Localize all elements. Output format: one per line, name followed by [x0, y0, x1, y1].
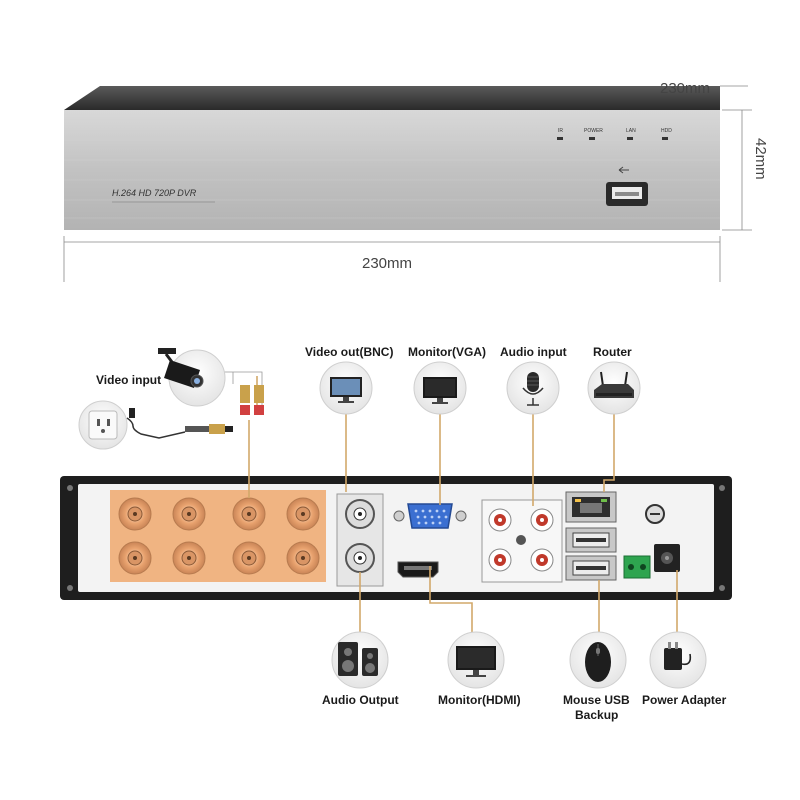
audio-in-4 [530, 548, 554, 572]
led-label-power: POWER [584, 128, 603, 134]
top-bevel [64, 86, 720, 110]
bnc-input-6 [172, 541, 206, 575]
dimensions [63, 85, 752, 282]
label-router: Router [593, 345, 632, 359]
label-audio-output: Audio Output [322, 693, 399, 707]
outlet-icon [88, 410, 118, 440]
wall-outlet [78, 400, 128, 450]
speaker-icon [338, 642, 378, 676]
usb-port-2 [565, 555, 617, 581]
power-adapter-bubble [649, 631, 707, 689]
usb-symbol-icon [618, 166, 629, 174]
camera-icon [158, 348, 204, 388]
bnc-inputs [118, 497, 320, 575]
rs485-terminal [623, 555, 651, 579]
label-monitor-hdmi: Monitor(HDMI) [438, 693, 521, 707]
label-power-adapter: Power Adapter [642, 693, 727, 707]
bnc-input-3 [232, 497, 266, 531]
label-monitor-vga: Monitor(VGA) [408, 345, 486, 359]
video-input-camera [158, 348, 226, 407]
led-label-ir: IR [558, 128, 563, 134]
bnc-video-out-port [345, 499, 375, 529]
lead-lines [248, 376, 678, 632]
bnc-input-1 [118, 497, 152, 531]
router-icon [594, 371, 634, 398]
bnc-input-7 [232, 541, 266, 575]
lan-port [565, 491, 617, 523]
monitor-icon [423, 377, 457, 404]
audio-in-2 [530, 508, 554, 532]
label-backup: Backup [575, 708, 618, 722]
mouse-icon [585, 642, 611, 682]
led-hdd [662, 137, 668, 140]
led-group: IR POWER LAN HDD [557, 128, 672, 140]
monitor-hdmi-bubble [447, 631, 505, 689]
label-video-input: Video input [96, 373, 161, 387]
bnc-input-5 [118, 541, 152, 575]
led-power [589, 137, 595, 140]
vga-port [393, 503, 467, 529]
hdmi-port [397, 561, 439, 578]
mouse-bubble [569, 631, 627, 689]
label-audio-input: Audio input [500, 345, 567, 359]
front-usb-port [606, 166, 648, 206]
bnc-input-8 [286, 541, 320, 575]
label-mouse-usb: Mouse USB [563, 693, 630, 707]
model-text: H.264 HD 720P DVR [112, 188, 197, 198]
monitor-icon [456, 646, 496, 677]
front-panel: H.264 HD 720P DVR IR POWER LAN HDD [64, 86, 720, 230]
dim-width-top: 230mm [660, 80, 710, 97]
led-lan [627, 137, 633, 140]
rear-panel [60, 476, 732, 600]
led-label-hdd: HDD [661, 128, 672, 134]
dc-power-jack [654, 544, 680, 572]
monitor-vga-bubble [413, 361, 467, 415]
audio-in-1 [488, 508, 512, 532]
bnc-input-2 [172, 497, 206, 531]
led-ir [557, 137, 563, 140]
audio-input-bubble [506, 361, 560, 415]
bnc-audio-out-port [345, 543, 375, 573]
dim-height: 42mm [752, 138, 769, 180]
led-label-lan: LAN [626, 128, 636, 134]
audio-output-bubble [331, 631, 389, 689]
label-video-out-bnc: Video out(BNC) [305, 345, 393, 359]
dim-width-bottom: 230mm [362, 255, 412, 272]
audio-block-screw [516, 535, 526, 545]
router-bubble [587, 361, 641, 415]
microphone-icon [522, 372, 544, 406]
audio-in-3 [488, 548, 512, 572]
usb-port-1 [565, 527, 617, 553]
video-out-bnc-bubble [319, 361, 373, 415]
front-face [64, 110, 720, 230]
bnc-input-4 [286, 497, 320, 531]
power-adapter-icon [664, 642, 692, 670]
power-cable [126, 408, 233, 439]
monitor-icon [330, 377, 362, 403]
bnc-connector-pair [240, 385, 264, 415]
